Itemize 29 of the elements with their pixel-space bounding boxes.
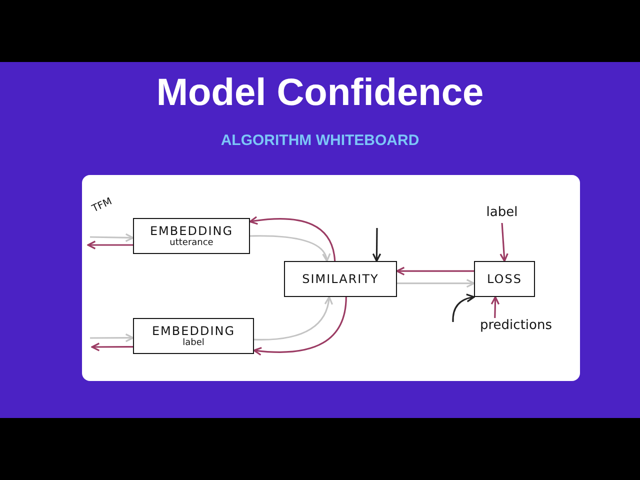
arrow [490, 296, 500, 318]
arrow [372, 228, 382, 262]
box-subtitle: label [182, 338, 204, 348]
process-box [133, 318, 254, 354]
box-title: LOSS [487, 272, 522, 286]
arrow [452, 294, 475, 322]
arrow [500, 222, 508, 262]
process-box [284, 261, 397, 297]
process-box [474, 261, 535, 297]
box-title: EMBEDDING [150, 224, 234, 238]
arrow [397, 278, 475, 288]
arrow [254, 296, 333, 340]
arrow [90, 333, 134, 342]
note: TFM [90, 196, 114, 215]
arrow [87, 240, 133, 250]
node-label: predictions [472, 318, 560, 340]
arrow [91, 342, 133, 352]
box-title: SIMILARITY [302, 272, 379, 286]
arrow [250, 235, 330, 262]
box-subtitle: utterance [170, 238, 214, 248]
arrow [90, 233, 134, 242]
node-label: label [482, 205, 522, 223]
arrow [396, 266, 474, 276]
title: Model Confidence [155, 72, 485, 115]
arrow [249, 216, 336, 262]
process-box [133, 218, 250, 254]
arrow [253, 296, 347, 356]
subtitle: ALGORITHM WHITEBOARD [220, 132, 420, 149]
box-title: EMBEDDING [152, 324, 236, 338]
